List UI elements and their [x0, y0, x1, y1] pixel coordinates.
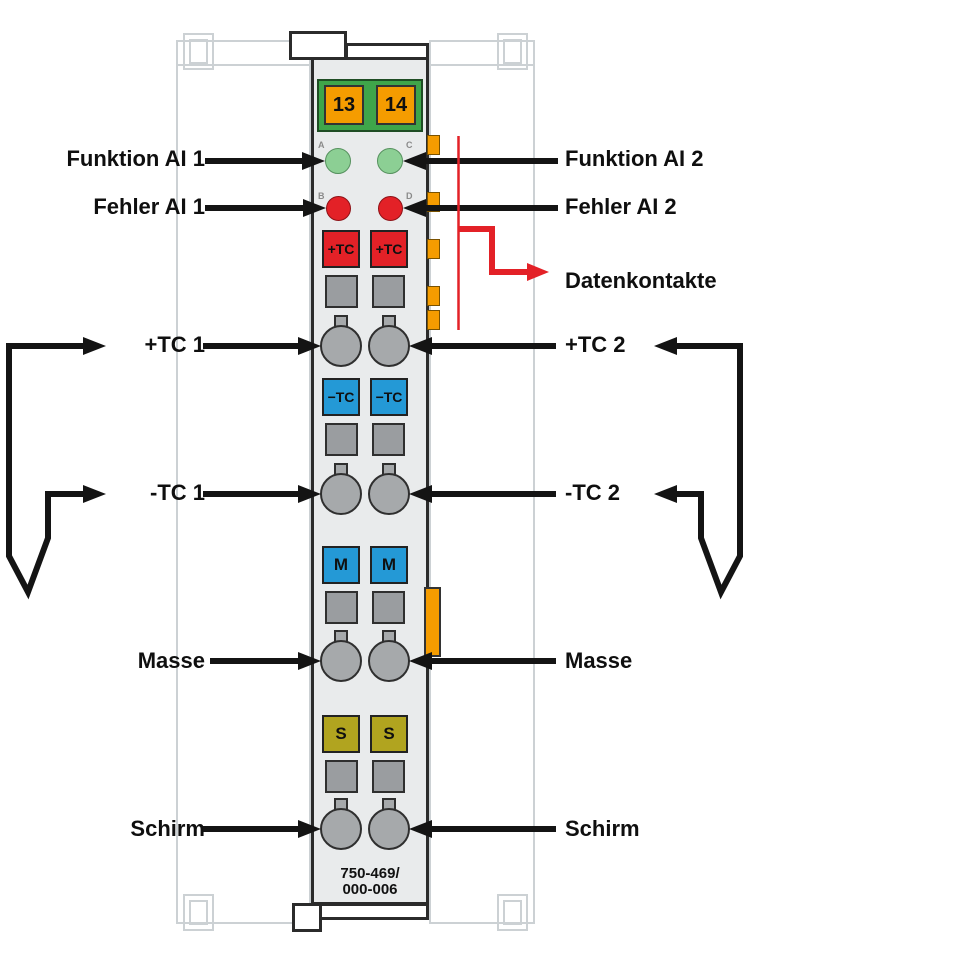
- clamp-opening-minus-tc-1: [325, 423, 358, 456]
- neighbor-left-edge-line: [176, 64, 311, 66]
- clamp-opening-schirm-1: [325, 760, 358, 793]
- marking-schirm-2: S: [370, 715, 408, 753]
- marking-masse-2-label: M: [381, 555, 397, 574]
- label-fehler-ai1: Fehler AI 1: [93, 194, 205, 219]
- clamp-plus-tc-2: [368, 325, 410, 367]
- marking-minus-tc-1-label: −TC: [327, 389, 355, 405]
- neighbor-right-bottom-tab-inner: [503, 900, 522, 925]
- neighbor-right-top-tab: [497, 33, 528, 70]
- clamp-opening-masse-2: [372, 591, 405, 624]
- terminal-13-label: 13: [332, 93, 356, 116]
- clamp-plus-tc-1: [320, 325, 362, 367]
- led-letter-d: D: [406, 191, 413, 201]
- clamp-opening-schirm-2: [372, 760, 405, 793]
- label-schirm-left: Schirm: [130, 816, 205, 841]
- marking-schirm-2-label: S: [383, 724, 395, 743]
- clamp-opening-minus-tc-2: [372, 423, 405, 456]
- clamp-schirm-1: [320, 808, 362, 850]
- marking-minus-tc-1: −TC: [322, 378, 360, 416]
- label-schirm-right: Schirm: [565, 816, 640, 841]
- led-funktion-ai1: [325, 148, 351, 174]
- marking-plus-tc-2-label: +TC: [375, 241, 403, 257]
- thermocouple-bracket-left: [6, 337, 106, 600]
- neighbor-module-left: [176, 40, 311, 924]
- neighbor-left-bottom-tab-inner: [189, 900, 208, 925]
- clamp-schirm-2: [368, 808, 410, 850]
- led-fehler-ai1: [326, 196, 351, 221]
- marking-masse-1-label: M: [333, 555, 349, 574]
- label-masse-left: Masse: [137, 648, 205, 673]
- terminal-14-label: 14: [384, 93, 408, 116]
- marking-schirm-1-label: S: [335, 724, 347, 743]
- marking-minus-tc-2: −TC: [370, 378, 408, 416]
- led-fehler-ai2: [378, 196, 403, 221]
- marking-plus-tc-2: +TC: [370, 230, 408, 268]
- led-letter-a: A: [318, 140, 325, 150]
- label-funktion-ai1: Funktion AI 1: [66, 146, 205, 171]
- led-letter-b: B: [318, 191, 325, 201]
- marking-masse-2: M: [370, 546, 408, 584]
- data-contact-2: [427, 192, 440, 212]
- label-plus-tc-2: +TC 2: [565, 332, 626, 357]
- data-contact-1: [427, 135, 440, 155]
- led-letter-c: C: [406, 140, 413, 150]
- label-funktion-ai2: Funktion AI 2: [565, 146, 704, 171]
- part-number-line2: 000-006: [342, 881, 398, 898]
- clamp-opening-plus-tc-1: [325, 275, 358, 308]
- neighbor-left-top-tab: [183, 33, 214, 70]
- label-plus-tc-1: +TC 1: [144, 332, 205, 357]
- marking-plus-tc-1: +TC: [322, 230, 360, 268]
- label-datenkontakte: Datenkontakte: [565, 268, 717, 293]
- led-funktion-ai2: [377, 148, 403, 174]
- clamp-masse-2: [368, 640, 410, 682]
- clamp-opening-plus-tc-2: [372, 275, 405, 308]
- marking-minus-tc-2-label: −TC: [375, 389, 403, 405]
- release-latch: [424, 587, 441, 657]
- marking-schirm-1: S: [322, 715, 360, 753]
- part-number-line1: 750-469/: [340, 865, 400, 882]
- terminal-14: 14: [376, 85, 416, 125]
- part-number: 750-469/ 000-006: [311, 866, 429, 898]
- label-minus-tc-2: -TC 2: [565, 480, 620, 505]
- marking-plus-tc-1-label: +TC: [327, 241, 355, 257]
- data-contact-4: [427, 286, 440, 306]
- clamp-masse-1: [320, 640, 362, 682]
- neighbor-right-edge-line: [429, 64, 535, 66]
- label-minus-tc-1: -TC 1: [150, 480, 205, 505]
- terminal-13: 13: [324, 85, 364, 125]
- module-bottom-tab: [292, 903, 322, 932]
- label-fehler-ai2: Fehler AI 2: [565, 194, 677, 219]
- module-bottom-strip: [311, 903, 429, 920]
- neighbor-right-bottom-tab: [497, 894, 528, 931]
- neighbor-left-bottom-tab: [183, 894, 214, 931]
- neighbor-module-right: [429, 40, 535, 924]
- clamp-opening-masse-1: [325, 591, 358, 624]
- neighbor-left-top-tab-inner: [189, 39, 208, 64]
- label-masse-right: Masse: [565, 648, 633, 673]
- clamp-minus-tc-2: [368, 473, 410, 515]
- module-top-tab: [289, 31, 347, 60]
- clamp-minus-tc-1: [320, 473, 362, 515]
- data-contact-5: [427, 310, 440, 330]
- data-contact-3: [427, 239, 440, 259]
- thermocouple-bracket-right: [654, 337, 743, 600]
- neighbor-right-top-tab-inner: [503, 39, 522, 64]
- marking-masse-1: M: [322, 546, 360, 584]
